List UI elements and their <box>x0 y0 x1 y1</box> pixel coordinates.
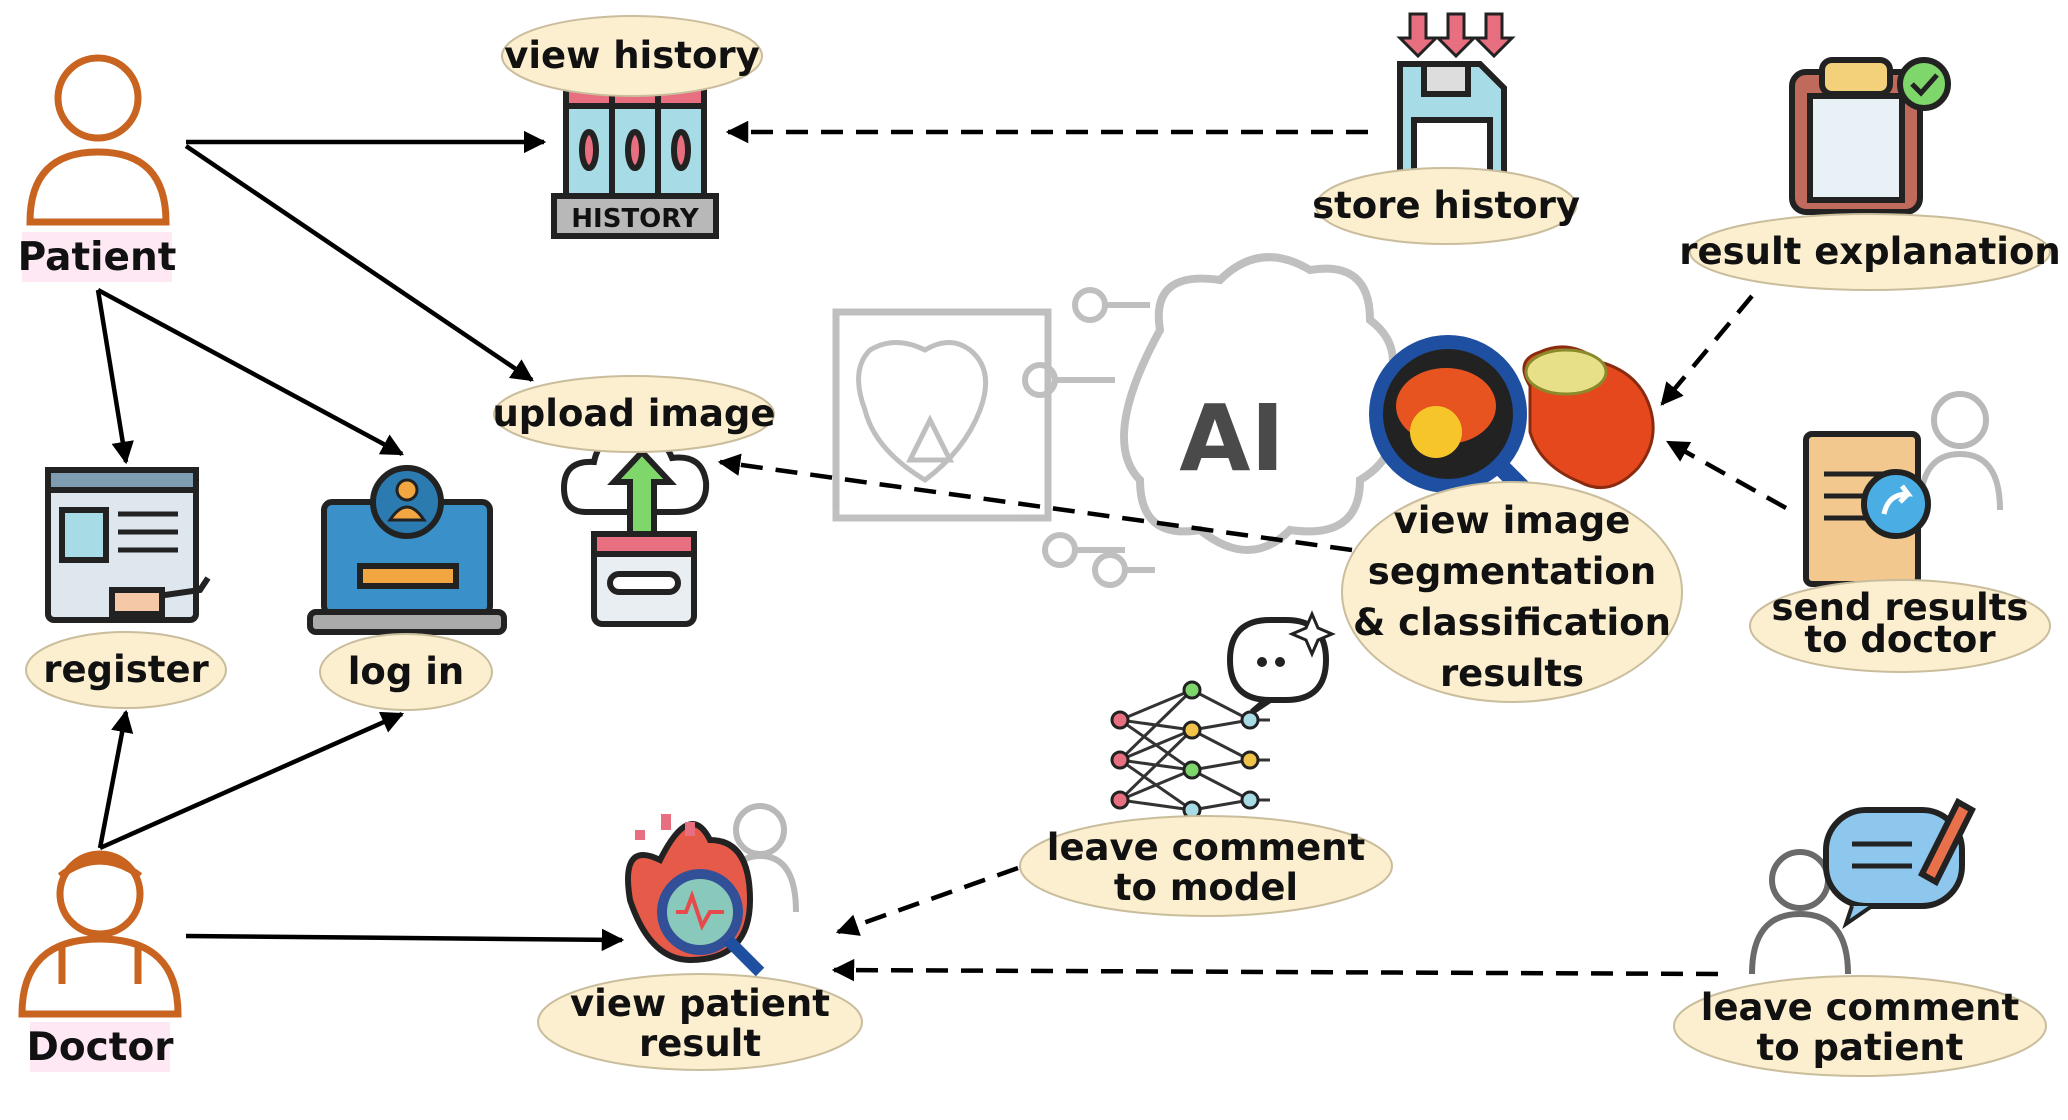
leave-comment-model-line-2: to model <box>1114 866 1298 909</box>
ai-mark-text: AI <box>1179 385 1284 492</box>
arrow-doctor-view-patient-result <box>185 928 625 952</box>
send-results-line-2: to doctor <box>1804 618 1996 661</box>
store-history-label: store history <box>1312 184 1580 227</box>
doctor-comment-icon <box>1749 797 1976 975</box>
log-in-label: log in <box>348 650 465 693</box>
leave-comment-patient-line-2: to patient <box>1757 1026 1964 1069</box>
send-document-icon <box>1803 391 2003 587</box>
register-label: register <box>43 648 209 691</box>
arrow-comment-patient-to-view-result <box>831 958 1719 982</box>
segmentation-magnifier-icon <box>1369 335 1547 513</box>
association-arrows <box>95 120 1788 982</box>
view-patient-result-line-2: result <box>639 1022 761 1065</box>
patient-actor-icon <box>26 54 170 226</box>
history-sign-text: HISTORY <box>571 204 700 234</box>
view-image-line-1: view image <box>1394 499 1631 542</box>
view-patient-result-line-1: view patient <box>570 982 830 1025</box>
leave-comment-model-line-1: leave comment <box>1047 826 1365 869</box>
arrow-patient-log-in <box>96 288 404 456</box>
use-case-view-image-results[interactable]: view image segmentation & classification… <box>1341 481 1683 703</box>
arrow-doctor-log-in <box>99 711 405 851</box>
heart-diagnosis-icon <box>625 803 799 977</box>
chat-bubble-icon <box>1226 610 1336 715</box>
result-explanation-label: result explanation <box>1679 230 2061 273</box>
use-case-log-in[interactable]: log in <box>319 633 493 711</box>
arrow-doctor-register <box>97 709 134 849</box>
download-arrows-icon <box>1396 12 1516 59</box>
doctor-label: Doctor <box>27 1025 175 1070</box>
upload-image-label: upload image <box>492 392 775 435</box>
view-history-label: view history <box>504 34 759 77</box>
use-case-store-history[interactable]: store history <box>1312 167 1580 245</box>
neural-network-icon <box>1110 680 1270 820</box>
arrow-explanation-to-view-image <box>1660 294 1754 406</box>
use-case-view-patient-result[interactable]: view patient result <box>537 973 863 1071</box>
clipboard-check-icon <box>1789 57 1951 215</box>
cloud-upload-icon <box>560 428 710 627</box>
view-image-line-3: & classification <box>1353 601 1671 644</box>
view-image-line-4: results <box>1440 652 1584 695</box>
use-case-register[interactable]: register <box>25 631 227 709</box>
use-case-result-explanation[interactable]: result explanation <box>1679 213 2061 291</box>
arrow-view-image-to-upload <box>717 453 1353 553</box>
patient-label-bg <box>22 232 172 282</box>
use-case-send-results-to-doctor[interactable]: send results to doctor <box>1749 579 2051 673</box>
laptop-login-icon <box>307 465 507 635</box>
arrow-send-results-to-view-image <box>1666 440 1788 510</box>
3d-heart-segment-icon <box>1522 345 1655 490</box>
ai-background-graphic <box>832 253 1397 588</box>
use-case-leave-comment-to-patient[interactable]: leave comment to patient <box>1673 975 2047 1077</box>
doctor-label-bg <box>30 1022 170 1072</box>
doctor-actor-icon <box>18 850 182 1018</box>
use-case-upload-image[interactable]: upload image <box>492 375 776 453</box>
arrow-comment-model-to-view-result <box>835 865 1019 936</box>
send-results-line-1: send results <box>1772 586 2029 629</box>
use-case-leave-comment-to-model[interactable]: leave comment to model <box>1019 815 1393 917</box>
view-image-line-2: segmentation <box>1368 550 1656 593</box>
arrow-patient-upload-image <box>184 144 534 382</box>
patient-label: Patient <box>18 235 177 280</box>
arrow-patient-register <box>95 289 134 465</box>
registration-form-icon <box>45 467 211 623</box>
leave-comment-patient-line-1: leave comment <box>1701 986 2019 1029</box>
use-case-view-history[interactable]: view history <box>501 15 763 97</box>
